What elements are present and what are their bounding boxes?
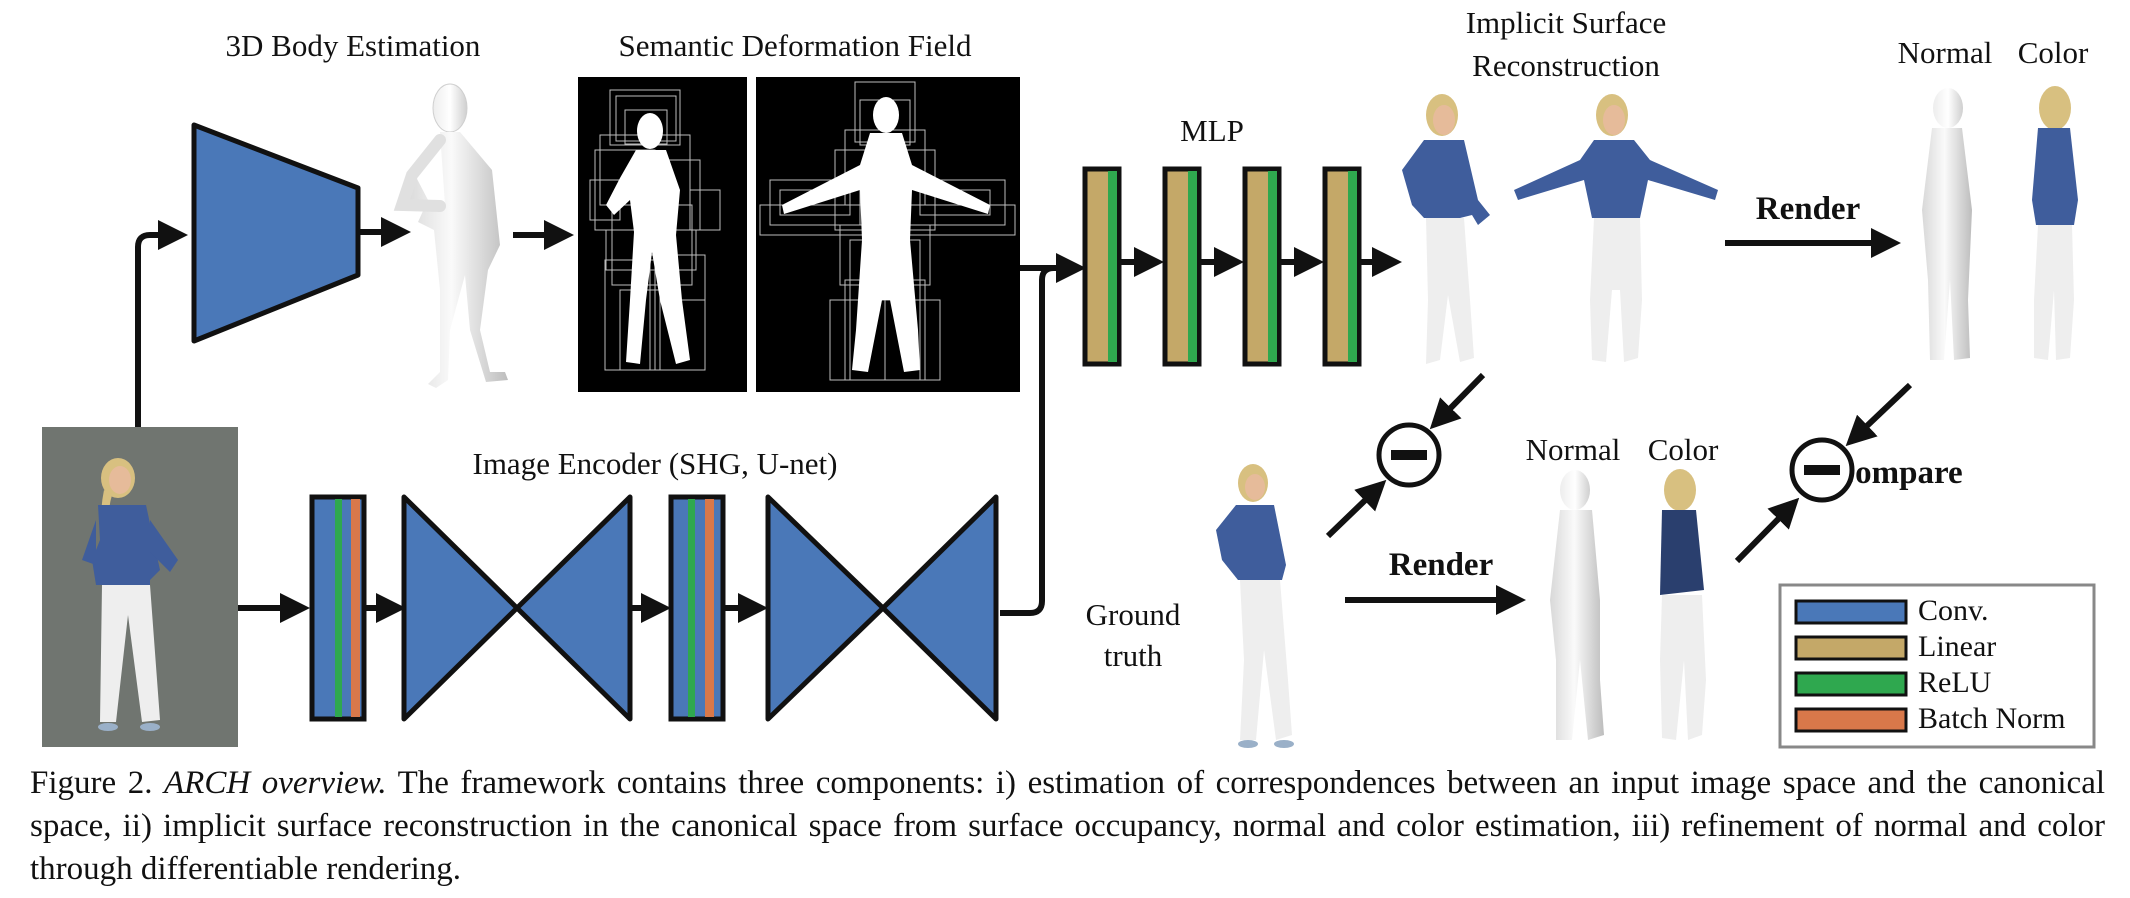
- subtract-right-arrow-b: [1734, 497, 1800, 564]
- input-photo: [42, 427, 238, 747]
- caption-text: The framework contains three components:…: [30, 765, 2106, 887]
- image-encoder-label: Image Encoder (SHG, U-net): [473, 446, 838, 481]
- encoder-block-1: [309, 494, 367, 722]
- legend-label-relu: ReLU: [1918, 666, 1992, 699]
- caption-figure-number: Figure 2.: [30, 765, 153, 801]
- legend-item-relu: ReLU: [1794, 666, 1992, 699]
- ground-truth-figure: [1216, 464, 1294, 748]
- mlp-label: MLP: [1180, 113, 1244, 148]
- color-top-label: Color: [2018, 35, 2089, 70]
- subtract-left-arrow-a: [1429, 372, 1486, 430]
- legend-swatch-conv: [1794, 599, 1908, 625]
- hourglass-network-2-right: [880, 494, 999, 722]
- hourglass-network-1: [401, 494, 520, 722]
- legend-label-linear: Linear: [1918, 630, 1996, 663]
- normal-top-label: Normal: [1898, 35, 1993, 70]
- legend: Conv. Linear ReLU Batch Norm: [1778, 583, 2096, 749]
- mlp-layer-4: [1322, 166, 1362, 367]
- subtract-symbol-right: [1789, 437, 1855, 503]
- subtract-right-arrow-a: [1845, 382, 1913, 447]
- mlp-stack: [1082, 166, 1402, 367]
- legend-swatch-relu: [1794, 671, 1908, 697]
- gt-normal-render: [1550, 470, 1604, 740]
- render-top-label: Render: [1756, 191, 1860, 227]
- caption-title: ARCH overview.: [164, 765, 387, 801]
- estimated-body-mesh: [393, 83, 508, 388]
- mlp-layer-3: [1242, 166, 1282, 367]
- photo-to-body-arrow: [135, 220, 188, 427]
- deformation-field-posed: [578, 77, 747, 392]
- hourglass-network-2: [765, 494, 886, 722]
- subtract-symbol-left: [1376, 422, 1442, 488]
- reconstruction-canonical: [1514, 94, 1718, 362]
- ground-truth-line1: Ground: [1086, 597, 1181, 632]
- ground-truth-line2: truth: [1104, 638, 1163, 673]
- arch-diagram: 3D Body Estimation Semantic Deformation …: [42, 5, 2096, 749]
- hourglass-network-1-right: [514, 494, 633, 722]
- subtract-left-arrow-b: [1325, 479, 1387, 539]
- gt-color-render: [1660, 469, 1706, 740]
- legend-item-batchnorm: Batch Norm: [1794, 702, 2065, 735]
- implicit-label-line1: Implicit Surface: [1466, 5, 1667, 40]
- figure-caption: Figure 2. ARCH overview. The framework c…: [30, 762, 2105, 891]
- legend-swatch-linear: [1794, 635, 1908, 661]
- top-color-render: [2032, 86, 2078, 360]
- encoder-block-2: [668, 494, 726, 722]
- body-estimation-label: 3D Body Estimation: [226, 28, 481, 63]
- legend-swatch-batchnorm: [1794, 707, 1908, 733]
- deformation-field-label: Semantic Deformation Field: [619, 28, 972, 63]
- legend-label-batchnorm: Batch Norm: [1918, 702, 2065, 735]
- implicit-label-line2: Reconstruction: [1472, 48, 1660, 83]
- reconstruction-posed: [1402, 94, 1490, 364]
- legend-label-conv: Conv.: [1918, 594, 1989, 627]
- normal-mid-label: Normal: [1526, 432, 1621, 467]
- mlp-layer-2: [1162, 166, 1202, 367]
- render-bottom-label: Render: [1389, 547, 1493, 583]
- body-estimation-network: [191, 122, 361, 344]
- mlp-layer-1: [1082, 166, 1122, 367]
- color-mid-label: Color: [1648, 432, 1719, 467]
- top-normal-render: [1922, 88, 1972, 360]
- legend-item-conv: Conv.: [1794, 594, 1989, 627]
- legend-item-linear: Linear: [1794, 630, 1996, 663]
- deformation-field-canonical: [756, 77, 1020, 392]
